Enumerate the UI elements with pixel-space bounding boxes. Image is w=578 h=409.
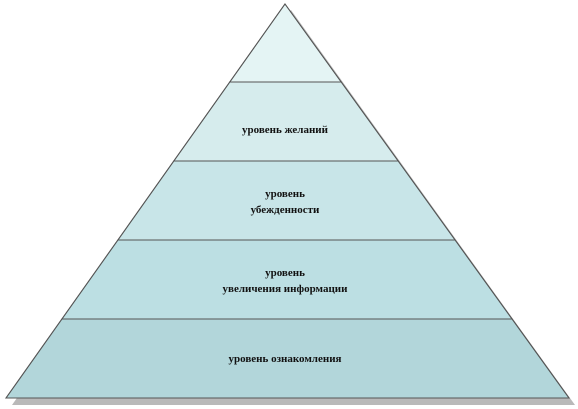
- tier-label-conviction: уровень убежденности: [185, 186, 385, 218]
- tier-label-familiarization: уровень ознакомления: [160, 351, 410, 367]
- tier-label-desire: уровень желаний: [185, 122, 385, 138]
- tier-label-line: уровень желаний: [242, 124, 328, 136]
- tier-top: [228, 3, 343, 83]
- tier-label-line: уровень ознакомления: [228, 353, 342, 365]
- tier-label-line: увеличения информации: [222, 283, 348, 295]
- tier-label-line: уровень: [265, 267, 305, 279]
- pyramid-outline: [5, 3, 570, 399]
- tier-label-line: уровень: [265, 188, 305, 200]
- tier-label-information: уровень увеличения информации: [160, 265, 410, 297]
- tier-label-line: убежденности: [250, 204, 320, 216]
